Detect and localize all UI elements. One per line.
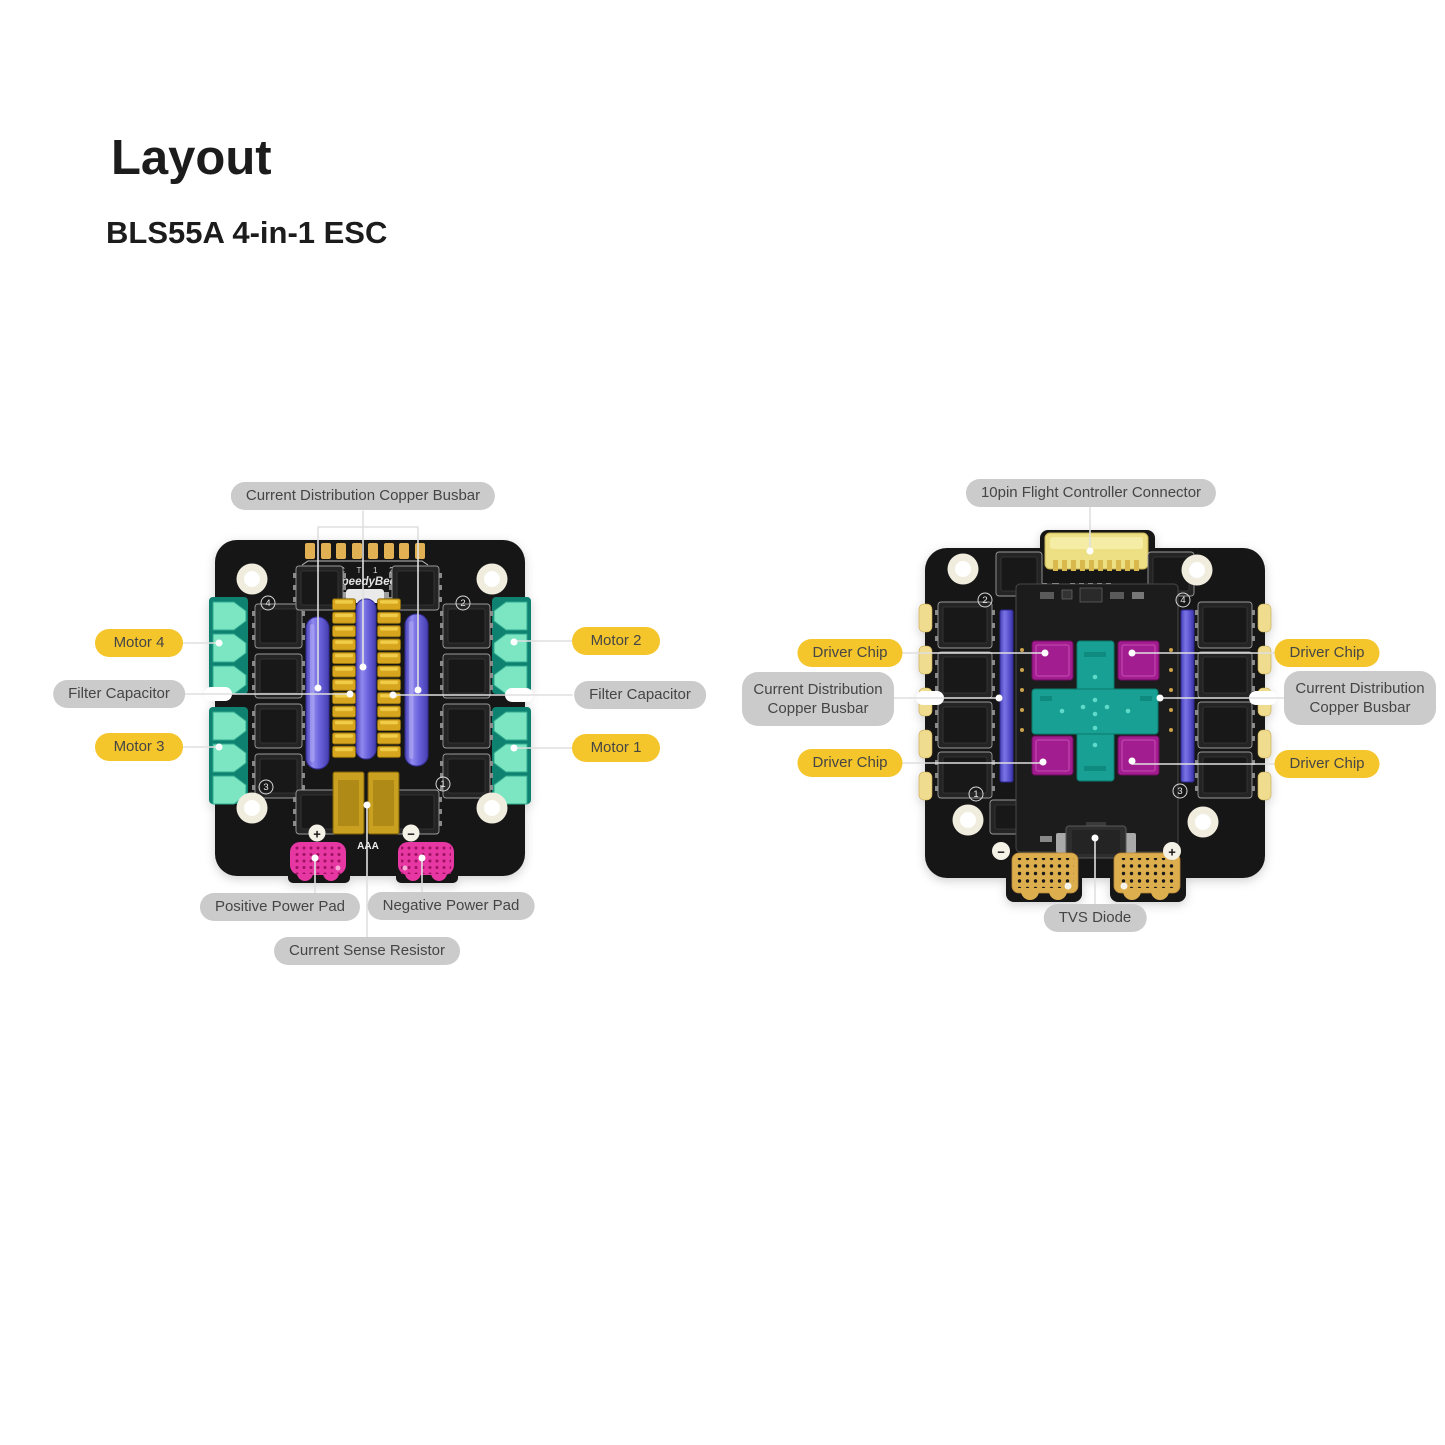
callout-negative-power-pad: Negative Power Pad xyxy=(367,892,535,920)
driver-chip-bottom-right xyxy=(1117,735,1160,776)
motor-connector-1 xyxy=(492,707,531,805)
svg-text:1: 1 xyxy=(973,789,978,800)
driver-chip-bottom-left xyxy=(1031,735,1074,776)
callout-motor-1: Motor 1 xyxy=(572,734,660,762)
bottom-mark: AAA xyxy=(357,841,379,852)
corner-number-bottom-right: 1 xyxy=(435,776,451,792)
power-pad-gold-negative xyxy=(1011,852,1079,900)
motor-connector-2 xyxy=(492,597,531,695)
corner-number-back-bottom-left: 1 xyxy=(968,786,984,802)
page-title: Layout xyxy=(111,131,272,185)
svg-text:−: − xyxy=(407,827,415,842)
svg-text:+: + xyxy=(1168,845,1176,860)
callout-motor-3: Motor 3 xyxy=(95,733,183,761)
power-pad-positive xyxy=(290,842,346,881)
current-sense-resistor xyxy=(332,771,400,835)
svg-text:4: 4 xyxy=(265,598,270,609)
copper-busbar-right xyxy=(1180,609,1195,783)
plus-symbol-back: + xyxy=(1163,842,1181,860)
callout-busbar-right: Current Distribution Copper Busbar xyxy=(1284,671,1436,725)
power-pad-negative xyxy=(398,842,454,881)
callout-current-sense-resistor: Current Sense Resistor xyxy=(274,937,460,965)
copper-busbar-left xyxy=(999,609,1014,783)
filter-capacitor-right xyxy=(404,613,429,767)
svg-text:4: 4 xyxy=(1180,595,1185,606)
callout-filter-capacitor-right: Filter Capacitor xyxy=(574,681,706,709)
capacitor-bank-right xyxy=(377,598,401,759)
copper-busbar-center xyxy=(355,598,377,760)
callout-fc-connector: 10pin Flight Controller Connector xyxy=(965,479,1217,507)
callout-motor-4: Motor 4 xyxy=(95,629,183,657)
mounting-holes-front xyxy=(236,563,508,824)
mcu-core xyxy=(1031,640,1159,782)
minus-symbol-back: − xyxy=(992,842,1010,860)
driver-chip-top-left xyxy=(1031,640,1074,681)
driver-chip-top-right xyxy=(1117,640,1160,681)
corner-number-bottom-left: 3 xyxy=(258,779,274,795)
svg-text:3: 3 xyxy=(263,782,268,793)
filter-capacitor-left xyxy=(305,616,330,770)
product-subtitle: BLS55A 4-in-1 ESC xyxy=(106,215,388,250)
callout-busbar-left: Current Distribution Copper Busbar xyxy=(742,672,894,726)
plus-symbol: + xyxy=(308,824,326,842)
callout-current-busbar-top: Current Distribution Copper Busbar xyxy=(230,482,496,510)
svg-text:+: + xyxy=(313,827,321,842)
callout-driver-chip-right-top: Driver Chip xyxy=(1274,639,1380,667)
power-pad-gold-positive xyxy=(1113,852,1181,900)
esc-back-board-illustration: − + 2 4 1 3 xyxy=(918,530,1272,902)
minus-symbol: − xyxy=(402,824,420,842)
callout-motor-2: Motor 2 xyxy=(572,627,660,655)
tvs-diode-component xyxy=(1056,822,1136,859)
callout-driver-chip-left-bottom: Driver Chip xyxy=(797,749,903,777)
corner-number-top-left: 4 xyxy=(260,595,276,611)
svg-text:2: 2 xyxy=(460,598,465,609)
svg-text:1: 1 xyxy=(440,779,445,790)
capacitor-bank-left xyxy=(332,598,356,759)
motor-connector-4 xyxy=(209,597,248,695)
esc-front-board-illustration: V G C T 1 2 3 4 SpeedyBee xyxy=(209,540,531,883)
callout-positive-power-pad: Positive Power Pad xyxy=(199,893,361,921)
svg-text:3: 3 xyxy=(1177,786,1182,797)
corner-number-top-right: 2 xyxy=(455,595,471,611)
callout-tvs-diode: TVS Diode xyxy=(1043,904,1147,932)
motor-connector-3 xyxy=(209,707,248,805)
callout-driver-chip-right-bottom: Driver Chip xyxy=(1274,750,1380,778)
callout-driver-chip-left-top: Driver Chip xyxy=(797,639,903,667)
callout-filter-capacitor-left: Filter Capacitor xyxy=(53,680,185,708)
corner-number-back-top-left: 2 xyxy=(977,592,993,608)
fc-connector-10pin xyxy=(1044,532,1149,571)
corner-number-back-top-right: 4 xyxy=(1175,592,1191,608)
corner-number-back-bottom-right: 3 xyxy=(1172,783,1188,799)
svg-text:−: − xyxy=(997,845,1005,860)
mounting-holes-back xyxy=(947,553,1219,838)
svg-text:2: 2 xyxy=(982,595,987,606)
